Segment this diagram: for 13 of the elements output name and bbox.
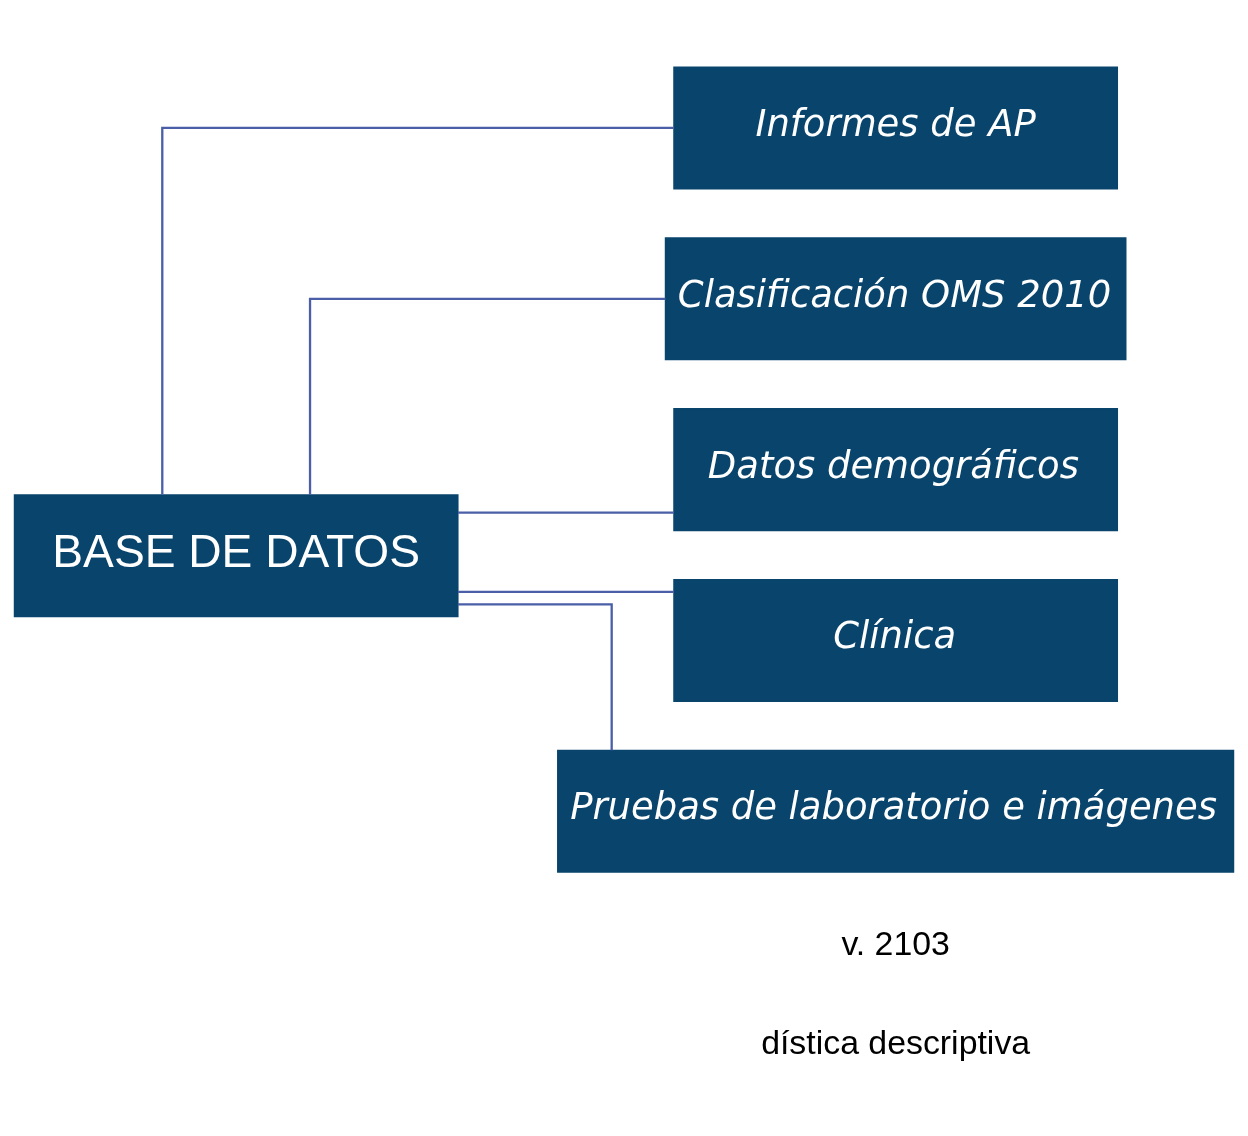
node-box: BASE DE DATOS xyxy=(13,493,459,617)
connector xyxy=(458,511,674,514)
connector xyxy=(457,602,613,750)
connector xyxy=(308,297,666,495)
label: v. 2103 xyxy=(841,923,950,962)
node-box: Pruebas de laboratorio e imágenes xyxy=(557,749,1235,873)
connector xyxy=(161,126,674,495)
node-box: Clínica xyxy=(673,578,1119,702)
node-box: Datos demográficos xyxy=(673,407,1119,531)
node-box: Clasificación OMS 2010 xyxy=(664,236,1127,360)
label: dística descriptiva xyxy=(761,1022,1031,1061)
connector xyxy=(458,590,674,593)
node-box: Informes de AP xyxy=(673,65,1119,189)
